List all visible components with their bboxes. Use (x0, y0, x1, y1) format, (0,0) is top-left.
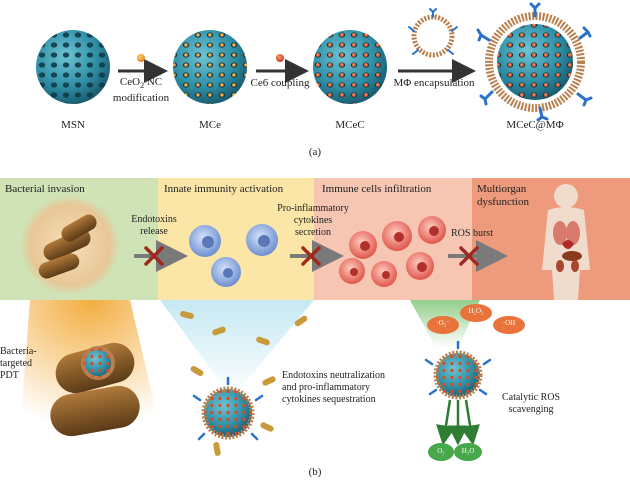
infiltrating-immune-cells (339, 216, 446, 287)
transition-arrow-ros-burst (448, 240, 508, 272)
step-label-ceo2: CeO2 NC modification (112, 76, 170, 105)
stage-title-innate-immunity: Innate immunity activation (164, 183, 284, 195)
ros-products (428, 443, 482, 461)
stage-title-immune-infiltration: Immune cells infiltration (322, 183, 432, 195)
ros-species-label-superoxide: ·O₂⁻ (436, 319, 450, 327)
human-body-organs (542, 184, 590, 300)
step-arrow-1 (118, 54, 168, 83)
mcec-mphi-particle (476, 2, 593, 122)
innate-immune-cells (189, 224, 278, 287)
ros-species (427, 304, 525, 334)
endotoxin-neutralizing-nanoparticle (180, 310, 308, 456)
caption-a: (a) (308, 146, 322, 158)
mce-particle (173, 30, 247, 104)
msn-particle (36, 30, 110, 104)
step-label-ce6: Ce6 coupling (250, 77, 310, 89)
stage-title-bacterial-invasion: Bacterial invasion (5, 183, 85, 195)
transition-arrow-cytokines (290, 240, 344, 272)
mcec-particle (313, 30, 387, 104)
ros-scavenging-nanoparticle (424, 340, 492, 446)
ros-species-label-hydroxyl: ·OH (502, 319, 516, 327)
step-label-encapsulation: MΦ encapsulation (393, 77, 475, 89)
particle-label-mcec: MCeC (335, 119, 365, 131)
step-arrow-3 (398, 8, 476, 83)
transition-arrow-endotoxins (134, 240, 188, 272)
step-arrow-2 (256, 54, 309, 83)
pdt-bacteria-cluster (50, 342, 140, 437)
particle-label-msn: MSN (61, 119, 85, 131)
particle-label-mce: MCe (199, 119, 221, 131)
product-label-h2o: H₂O (461, 447, 475, 455)
stage-title-multiorgan: Multiorgan dysfunction (477, 183, 529, 208)
particle-label-mcec-mphi: MCeC@MΦ (506, 119, 564, 131)
product-label-o2: O₂ (437, 447, 445, 455)
transition-label-ros-burst: ROS burst (451, 228, 493, 239)
neutralization-cone (160, 300, 314, 398)
caption-b: (b) (308, 466, 322, 478)
ros-species-label-h2o2: H₂O₂ (468, 307, 484, 315)
panel-b-graphic (20, 184, 590, 461)
panel-a-graphic (36, 2, 593, 122)
bacteria-sphere (20, 195, 120, 295)
